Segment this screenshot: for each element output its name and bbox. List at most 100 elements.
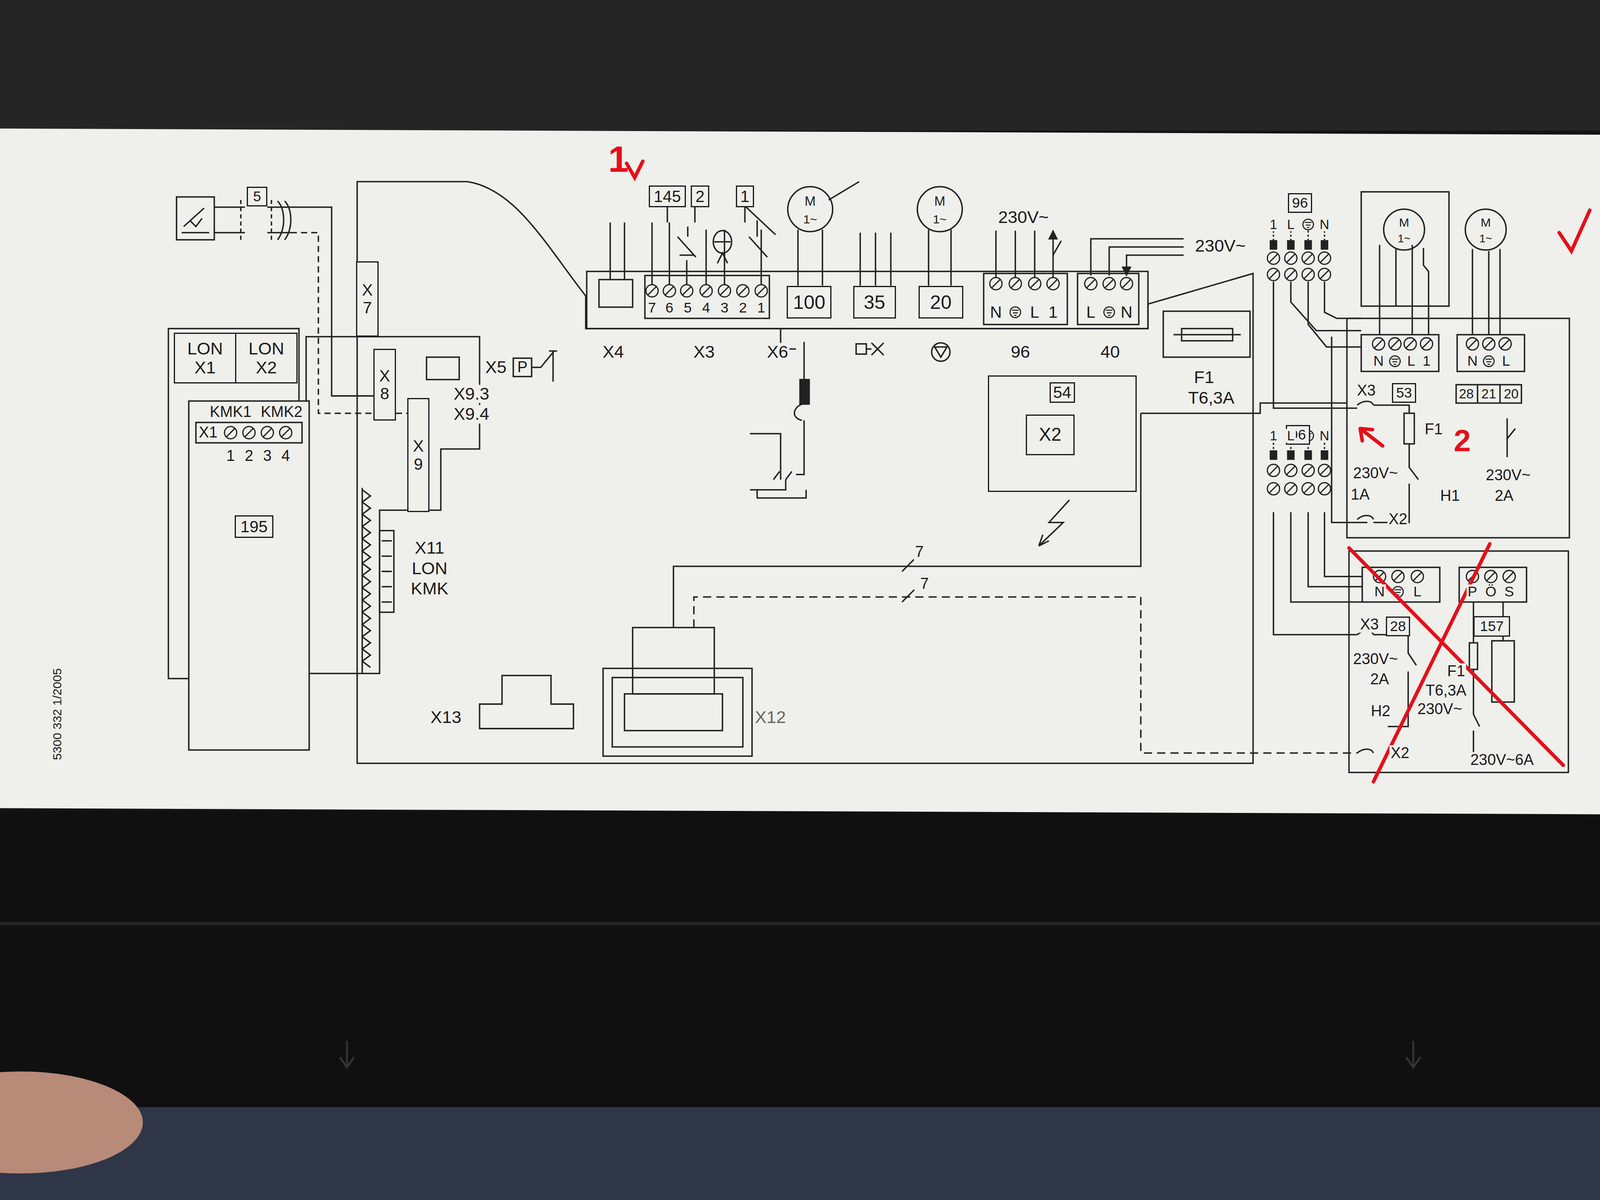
pin-label: X6 [765, 342, 790, 361]
circuit-lines-part [995, 230, 1054, 278]
pin-label: 2 [737, 300, 748, 316]
circuit-lines-part [800, 379, 810, 405]
callout-text: 96 [1291, 195, 1308, 211]
callout-box: 96 [1287, 193, 1313, 213]
circuit-lines-part [750, 433, 807, 498]
callout-text: 54 [1049, 382, 1075, 403]
pin-label: M [803, 193, 817, 209]
red-annotations-part [1360, 428, 1383, 446]
photo-background-part [0, 811, 1600, 1108]
terminal-screws-part [224, 426, 237, 439]
pin-label: L [1406, 353, 1417, 369]
circuit-lines-part [381, 540, 392, 603]
callout-box: LON X1 [173, 332, 237, 384]
circuit-lines-part [866, 342, 884, 355]
callout-box: X7 [356, 261, 379, 337]
circuit-lines-part [612, 677, 743, 747]
circuit-lines-part [860, 232, 891, 286]
photo-background-part [339, 1040, 1421, 1068]
terminal-screws-part [1120, 277, 1133, 290]
terminal-screws-part [1267, 482, 1280, 495]
circuit-lines-part [1459, 567, 1527, 603]
pin-label: 2A [1368, 671, 1390, 688]
callout-text: X9 [410, 437, 427, 473]
callout-box: 35 [853, 285, 896, 319]
pin-label: F1 [1423, 421, 1444, 438]
circuit-lines-part [1077, 273, 1139, 325]
pin-label: 230V~ [1352, 651, 1400, 668]
callout-text: 53 [1395, 385, 1412, 401]
circuit-lines-part [531, 351, 557, 382]
pin-label: KMK [409, 579, 450, 598]
ground-symbols-part [1389, 356, 1400, 367]
terminal-screws-part [1388, 337, 1401, 350]
circuit-lines-part [983, 273, 1068, 325]
circuit-lines-part [652, 222, 762, 285]
pin-label: L [1285, 428, 1296, 443]
pin-label: L [1412, 584, 1423, 600]
pin-label: N [1318, 217, 1331, 232]
circuit-lines-part [773, 471, 792, 480]
pin-label: S [1503, 584, 1516, 600]
pin-label: X2 [1389, 745, 1411, 762]
terminal-screws-part [1503, 570, 1516, 583]
pin-label: X3 [1355, 382, 1377, 399]
terminal-screws-part [1084, 277, 1097, 290]
pin-label: 7 [918, 575, 930, 592]
callout-box: 145 [648, 185, 686, 208]
terminal-screws-part [242, 426, 255, 439]
pin-label: 4 [700, 300, 712, 316]
pin-label: L [1285, 217, 1296, 232]
pin-label: 6 [664, 300, 675, 316]
pin-label: N [988, 303, 1003, 321]
pin-label: 5300 332 1/2005 [50, 666, 64, 762]
circuit-lines-part [379, 530, 394, 613]
pin-label: Ö [1483, 584, 1498, 600]
terminal-screws-part [1284, 482, 1297, 495]
pin-label: 230V~6A [1468, 752, 1535, 769]
terminal-screws-part [755, 284, 768, 297]
circuit-lines-part [794, 404, 805, 475]
label-card [0, 128, 1600, 815]
callout-text: LON X1 [175, 339, 236, 378]
pin-label: 7 [646, 300, 658, 316]
pin-label: 1 [1047, 303, 1059, 321]
circuit-lines-part [787, 186, 833, 232]
pin-label: KMK1 [208, 404, 253, 421]
pin-label: F1 [1192, 368, 1216, 387]
callout-box: X8 [373, 348, 396, 421]
photo-background-part [0, 1107, 1600, 1200]
pin-label: X2 [1387, 511, 1409, 528]
callout-text: 100 [793, 291, 826, 313]
circuit-lines-part [928, 229, 952, 286]
circuit-lines-part [917, 186, 963, 232]
terminal-screws-part [1318, 464, 1331, 477]
pin-label: T6,3A [1186, 388, 1236, 407]
annotation-number: 2 [1452, 424, 1472, 457]
terminal-screws-part [1284, 464, 1297, 477]
circuit-lines-part [693, 596, 1358, 753]
circuit-lines-part [677, 226, 696, 258]
pin-label: T6,3A [1424, 682, 1468, 699]
pin-label: 1 [1421, 353, 1432, 369]
pin-label: KMK2 [259, 404, 304, 421]
circuit-lines-part [934, 346, 947, 357]
pin-label: 2A [1493, 487, 1515, 505]
circuit-lines-part [195, 422, 303, 444]
circuit-lines-part [1273, 281, 1362, 409]
callout-text: 28 [1389, 618, 1406, 635]
pin-label: X9.3 [452, 384, 491, 403]
pin-label: 20 [1502, 387, 1521, 402]
terminal-screws-part [1420, 337, 1433, 350]
pin-label: 40 [1099, 342, 1121, 361]
callout-text: 157 [1479, 618, 1504, 635]
terminal-screws-part [700, 284, 713, 297]
circuit-lines-part [931, 342, 950, 362]
terminal-screws-part [1372, 337, 1385, 350]
circuit-lines-part [1053, 240, 1062, 255]
annotation-number: 1 [606, 139, 630, 179]
circuit-lines-part [1491, 640, 1515, 703]
terminal-screws-part [279, 426, 292, 439]
circuit-lines-part [1361, 334, 1439, 372]
